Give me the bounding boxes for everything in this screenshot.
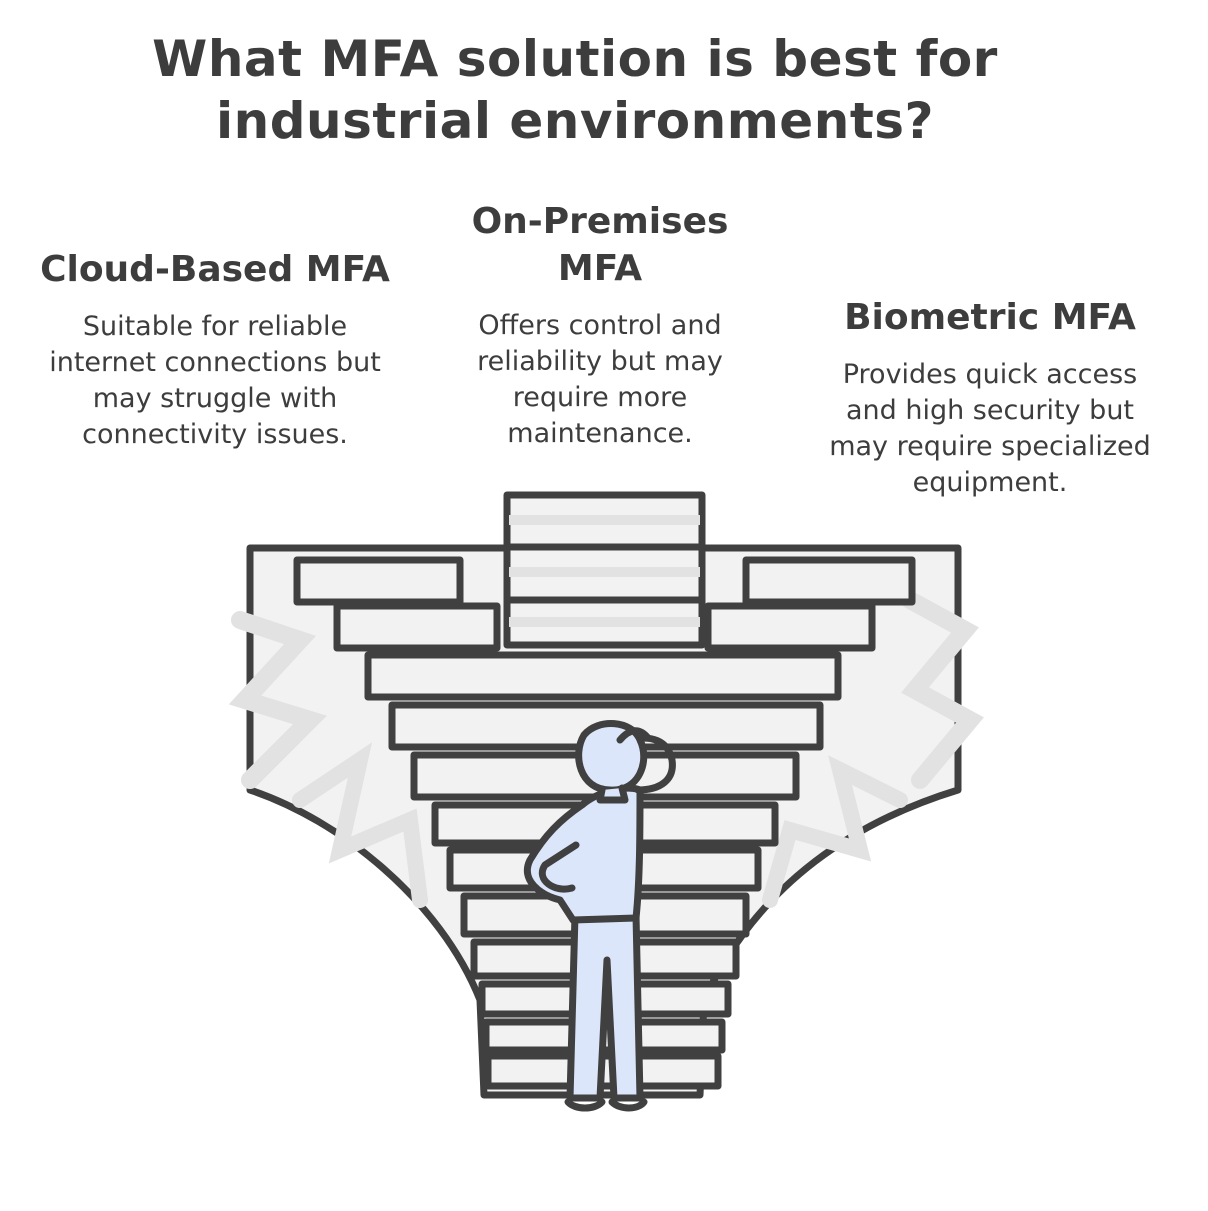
- option-cloud-based-title: Cloud-Based MFA: [40, 249, 390, 290]
- right-steps: [704, 556, 916, 652]
- option-biometric-title: Biometric MFA: [844, 297, 1136, 338]
- option-on-premises: On-Premises MFA Offers control and relia…: [440, 198, 760, 452]
- option-biometric: Biometric MFA Provides quick access and …: [805, 294, 1175, 501]
- left-steps: [293, 556, 501, 652]
- option-cloud-based-description: Suitable for reliable internet connectio…: [49, 311, 381, 450]
- option-biometric-description: Provides quick access and high security …: [829, 359, 1151, 498]
- option-on-premises-title: On-Premises MFA: [471, 201, 729, 289]
- option-on-premises-description: Offers control and reliability but may r…: [477, 310, 723, 449]
- center-tower: [503, 491, 706, 649]
- thinking-person: [523, 720, 676, 1112]
- diagram-title: What MFA solution is best for industrial…: [152, 30, 998, 150]
- option-cloud-based: Cloud-Based MFA Suitable for reliable in…: [40, 246, 390, 453]
